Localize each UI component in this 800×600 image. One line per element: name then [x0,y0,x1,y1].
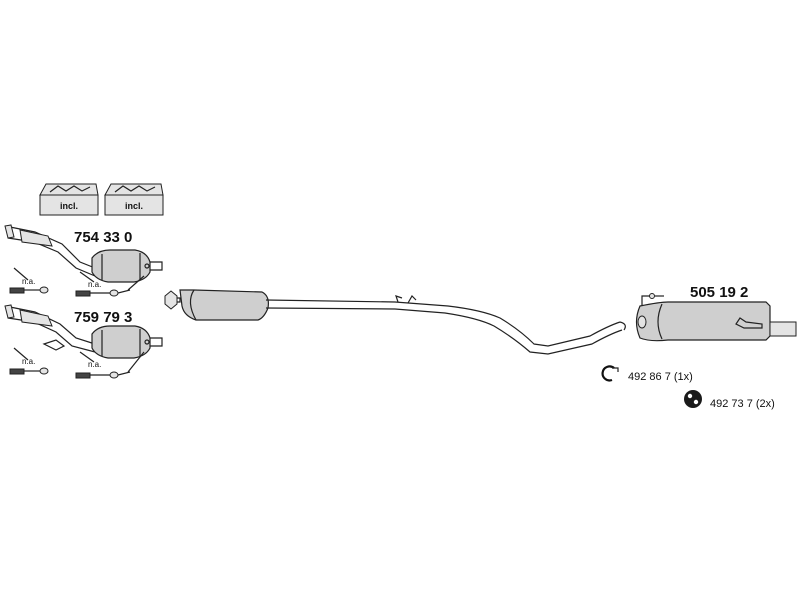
accessory-rubber-mount-label: 492 73 7 (2x) [710,398,775,410]
oxygen-sensor-icon: n.a. [9,347,49,375]
oxygen-sensor-icon: n.a. [75,271,131,297]
na-label-3: n.a. [22,357,35,366]
na-label-1: n.a. [22,277,35,286]
incl-label-1: incl. [60,201,78,211]
part-number-rear-silencer: 505 19 2 [690,284,748,301]
kit-box-icon: incl. [104,183,164,216]
clamp-icon [601,365,619,382]
oxygen-sensor-icon: n.a. [9,267,49,294]
part-number-catalyst-2: 759 79 3 [74,309,132,326]
middle-silencer [164,289,269,321]
part-number-catalyst-1: 754 33 0 [74,229,132,246]
accessory-clamp-label: 492 86 7 (1x) [628,371,693,383]
rear-silencer [635,293,797,342]
rubber-mount-icon [684,390,702,408]
incl-label-2: incl. [125,201,143,211]
oxygen-sensor-icon: n.a. [75,351,131,379]
catalytic-converter-1 [4,224,163,283]
connecting-pipe [265,295,626,355]
na-label-2: n.a. [88,280,101,289]
catalytic-converter-2 [4,304,163,359]
kit-box-icon: incl. [39,183,99,216]
na-label-4: n.a. [88,360,101,369]
